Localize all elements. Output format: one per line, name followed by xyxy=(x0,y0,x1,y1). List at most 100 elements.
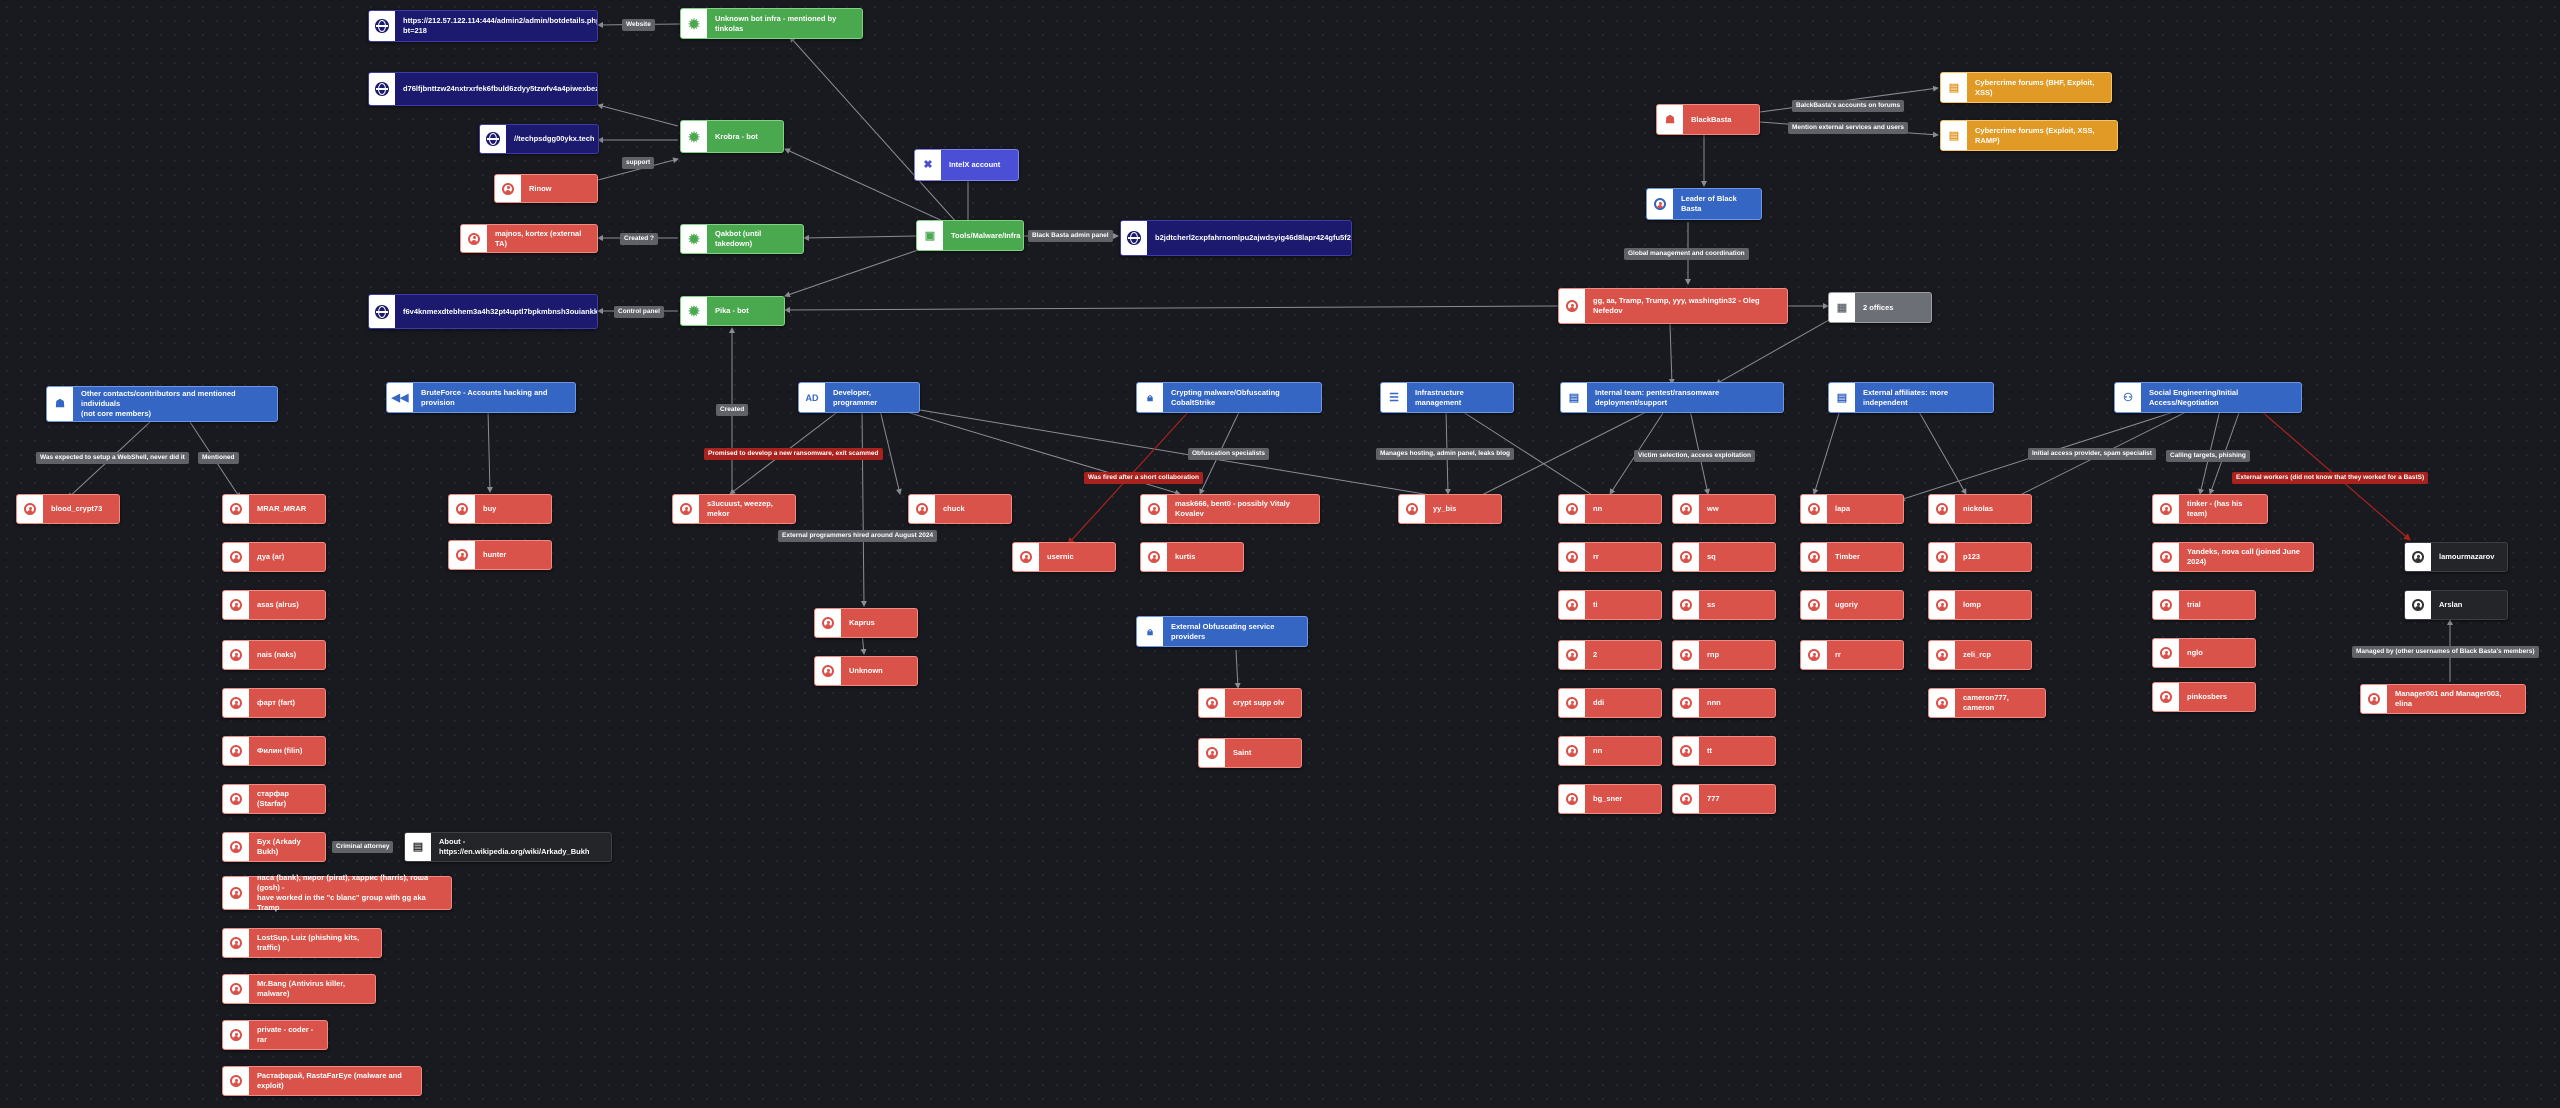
person-icon xyxy=(909,495,935,523)
gg-node[interactable]: gg, aa, Tramp, Trump, yyy, washingtin32 … xyxy=(1558,288,1788,324)
people-icon: ⚇ xyxy=(2115,383,2141,412)
cyber2-node[interactable]: ▤ Cybercrime forums (Exploit, XSS, RAMP) xyxy=(1940,120,2118,151)
arslan-node[interactable]: Arslan xyxy=(2404,590,2508,620)
yy-bis-node[interactable]: yy_bis xyxy=(1398,494,1502,524)
onion-d-node[interactable]: d76lfjbnttzw24nxtrxrfek6fbuld6zdyy5tzwfv… xyxy=(368,72,598,106)
toolbox-icon: ▣ xyxy=(917,221,943,250)
blackbasta-node[interactable]: ☗ BlackBasta xyxy=(1656,104,1760,135)
onion-pl-node[interactable]: f6v4knmexdtebhem3a4h32pt4uptl7bpkmbnsh3o… xyxy=(368,294,598,329)
lostsup-node[interactable]: LostSup, Luiz (phishing kits, traffic) xyxy=(222,928,382,958)
tools-node[interactable]: ▣ Tools/Malware/Infra xyxy=(916,220,1024,251)
krobra-node[interactable]: ✹ Krobra - bot xyxy=(680,120,784,153)
lamour-node[interactable]: lamourmazarov xyxy=(2404,542,2508,572)
website-url-node[interactable]: https://212.57.122.114:444/admin2/admin/… xyxy=(368,10,598,42)
person-icon xyxy=(223,1021,249,1049)
intelx-node[interactable]: ✖ IntelX account xyxy=(914,149,1019,181)
asas-node[interactable]: asas (alrus) xyxy=(222,590,326,620)
edge-label-mention-services: Mention external services and users xyxy=(1788,122,1908,134)
developer-node[interactable]: AD Developer, programmer xyxy=(798,382,920,413)
list-icon: ▤ xyxy=(1561,383,1587,412)
crypting-node[interactable]: 🔒︎ Crypting malware/Obfuscating CobaltSt… xyxy=(1136,382,1322,413)
ext-e4-node[interactable]: rr xyxy=(1800,640,1904,670)
ext-f2-node[interactable]: p123 xyxy=(1928,542,2032,572)
hunter-node[interactable]: hunter xyxy=(448,540,552,570)
edge xyxy=(860,409,867,607)
kurtis-node[interactable]: kurtis xyxy=(1140,542,1244,572)
bruteforce-node[interactable]: ◀◀ BruteForce - Accounts hacking and pro… xyxy=(386,382,576,413)
other-contacts-node[interactable]: ☗ Other contacts/contributors and mentio… xyxy=(46,386,278,422)
ext-e2-node[interactable]: Timber xyxy=(1800,542,1904,572)
soc-g1-node[interactable]: tinker - (has his team) xyxy=(2152,494,2268,524)
int-c3-node[interactable]: ti xyxy=(1558,590,1662,620)
infra-mgmt-node[interactable]: ☰ Infrastructure management xyxy=(1380,382,1514,413)
ext-obf-node[interactable]: 🔒︎ External Obfuscating service provider… xyxy=(1136,616,1308,647)
nais-node[interactable]: nais (naks) xyxy=(222,640,326,670)
buy-node[interactable]: buy xyxy=(448,494,552,524)
int-d2-node[interactable]: sq xyxy=(1672,542,1776,572)
ext-e3-node[interactable]: ugoriy xyxy=(1800,590,1904,620)
bykh-node[interactable]: Бух (Arkady Bukh) xyxy=(222,832,326,862)
unknown-person-node[interactable]: Unknown xyxy=(814,656,918,686)
mrar-node[interactable]: MRAR_MRAR xyxy=(222,494,326,524)
int-d7-node[interactable]: 777 xyxy=(1672,784,1776,814)
kaprus-node[interactable]: Kaprus xyxy=(814,608,918,638)
server-icon: ☰ xyxy=(1381,383,1407,412)
ext-f1-node[interactable]: nickolas xyxy=(1928,494,2032,524)
ext-f3-node[interactable]: lomp xyxy=(1928,590,2032,620)
saint-node[interactable]: Saint xyxy=(1198,738,1302,768)
edge xyxy=(1917,409,1967,495)
rinow-node[interactable]: Rinow xyxy=(494,174,598,203)
ext-e1-node[interactable]: lapa xyxy=(1800,494,1904,524)
int-c5-node[interactable]: ddi xyxy=(1558,688,1662,718)
social-eng-node[interactable]: ⚇ Social Engineering/Initial Access/Nego… xyxy=(2114,382,2302,413)
ext-f4-node[interactable]: zeli_rcp xyxy=(1928,640,2032,670)
leader-node[interactable]: Leader of Black Basta xyxy=(1646,188,1762,220)
chuck-node[interactable]: chuck xyxy=(908,494,1012,524)
int-c2-node[interactable]: rr xyxy=(1558,542,1662,572)
mask-node[interactable]: mask666, bent0 - possibly Vitaly Kovalev xyxy=(1140,494,1320,524)
techfile-node[interactable]: //techpsdgg00ykx.tech xyxy=(479,124,599,154)
ad-icon: AD xyxy=(799,383,825,412)
onion-b-node[interactable]: b2jdtcherl2cxpfahrnomlpu2ajwdsyig46d8lap… xyxy=(1120,220,1352,256)
dya-node[interactable]: дуа (ar) xyxy=(222,542,326,572)
cyber1-node[interactable]: ▤ Cybercrime forums (BHF, Exploit, XSS) xyxy=(1940,72,2112,103)
int-d1-node[interactable]: ww xyxy=(1672,494,1776,524)
filin-node[interactable]: Филин (filin) xyxy=(222,736,326,766)
int-c1-node[interactable]: nn xyxy=(1558,494,1662,524)
s3ucuust-node[interactable]: s3ucuust, weezep, mekor xyxy=(672,494,796,524)
usernic-node[interactable]: usernic xyxy=(1012,542,1116,572)
crypt-supp-node[interactable]: crypt supp olv xyxy=(1198,688,1302,718)
ext-f5-node[interactable]: cameron777, cameron xyxy=(1928,688,2046,718)
pikabot-node[interactable]: ✹ Pika - bot xyxy=(680,296,785,326)
about-node[interactable]: ▤ About - https://en.wikipedia.org/wiki/… xyxy=(404,832,612,862)
person-icon xyxy=(1559,289,1585,323)
int-c7-node[interactable]: bg_sner xyxy=(1558,784,1662,814)
person-icon xyxy=(223,495,249,523)
ext-affiliates-node[interactable]: ▤ External affiliates: more independent xyxy=(1828,382,1994,413)
starfar-node[interactable]: старфар (Starfar) xyxy=(222,784,326,814)
int-c4-node[interactable]: 2 xyxy=(1558,640,1662,670)
rastafar-node[interactable]: Растафарай, RastaFarEye (malware and exp… xyxy=(222,1066,422,1096)
manager-node[interactable]: Manager001 and Manager003, elina xyxy=(2360,684,2526,714)
soc-g3-node[interactable]: trial xyxy=(2152,590,2256,620)
private-node[interactable]: private - coder - rar xyxy=(222,1020,328,1050)
mrbang-node[interactable]: Mr.Bang (Antivirus killer, malware) xyxy=(222,974,376,1004)
majnos-node[interactable]: majnos, kortex (external TA) xyxy=(460,224,598,253)
soc-g4-node[interactable]: nglo xyxy=(2152,638,2256,668)
unknown-bot-node[interactable]: ✹ Unknown bot infra - mentioned by tinko… xyxy=(680,8,863,39)
int-d6-node[interactable]: tt xyxy=(1672,736,1776,766)
bloodcrypt-node[interactable]: blood_crypt73 xyxy=(16,494,120,524)
edge-label-victim-selection: Victim selection, access exploitation xyxy=(1634,450,1755,462)
offices-node[interactable]: ▦ 2 offices xyxy=(1828,292,1932,323)
dart-node[interactable]: фарт (fart) xyxy=(222,688,326,718)
person-icon xyxy=(815,657,841,685)
int-d3-node[interactable]: ss xyxy=(1672,590,1776,620)
soc-g2-node[interactable]: Yandeks, nova call (joined June 2024) xyxy=(2152,542,2314,572)
soc-g5-node[interactable]: pinkosbers xyxy=(2152,682,2256,712)
qakbot-node[interactable]: ✹ Qakbot (until takedown) xyxy=(680,224,804,254)
int-d5-node[interactable]: nnn xyxy=(1672,688,1776,718)
nasa-node[interactable]: наса (bank), пирог (pirat), харрис (harr… xyxy=(222,873,452,912)
int-c6-node[interactable]: nn xyxy=(1558,736,1662,766)
internal-team-node[interactable]: ▤ Internal team: pentest/ransomware depl… xyxy=(1560,382,1784,413)
int-d4-node[interactable]: rnp xyxy=(1672,640,1776,670)
